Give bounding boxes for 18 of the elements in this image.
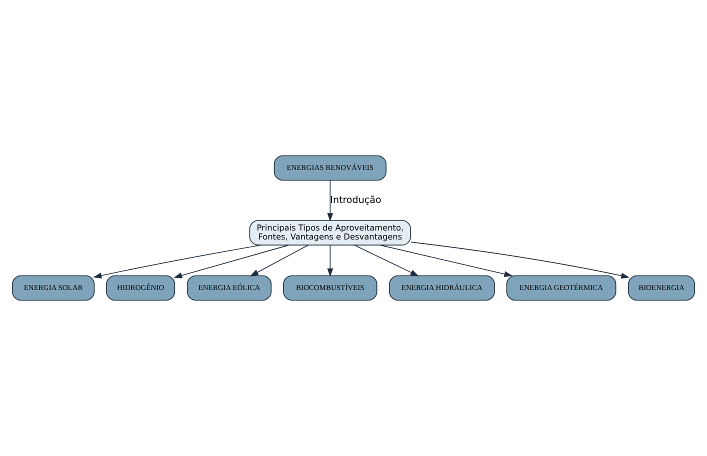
node-box: ENERGIA GEOTÉRMICA: [506, 275, 616, 301]
node-box: ENERGIA HIDRÁULICA: [389, 275, 495, 301]
node-box: ENERGIA SOLAR: [12, 275, 95, 301]
arrow: [93, 244, 262, 278]
node-box: ENERGIA EÓLICA: [186, 275, 272, 301]
edge-label: Introdução: [330, 194, 382, 206]
arrow: [410, 242, 630, 279]
arrow: [327, 244, 334, 277]
node-box: ENERGIAS RENOVÁVEIS: [274, 155, 386, 181]
node-box: BIOCOMBUSTÍVEIS: [283, 275, 378, 301]
node-box: HIDROGÊNIO: [106, 275, 176, 301]
arrow: [354, 244, 419, 276]
node-box: BIOENERGIA: [628, 275, 695, 301]
arrow: [250, 244, 309, 276]
arrow: [174, 244, 290, 278]
arrow: [327, 180, 334, 222]
arrow: [380, 244, 513, 277]
node-box: Principais Tipos de Aproveitamento, Fontes, Vantagens e Desvantagens: [249, 220, 412, 246]
